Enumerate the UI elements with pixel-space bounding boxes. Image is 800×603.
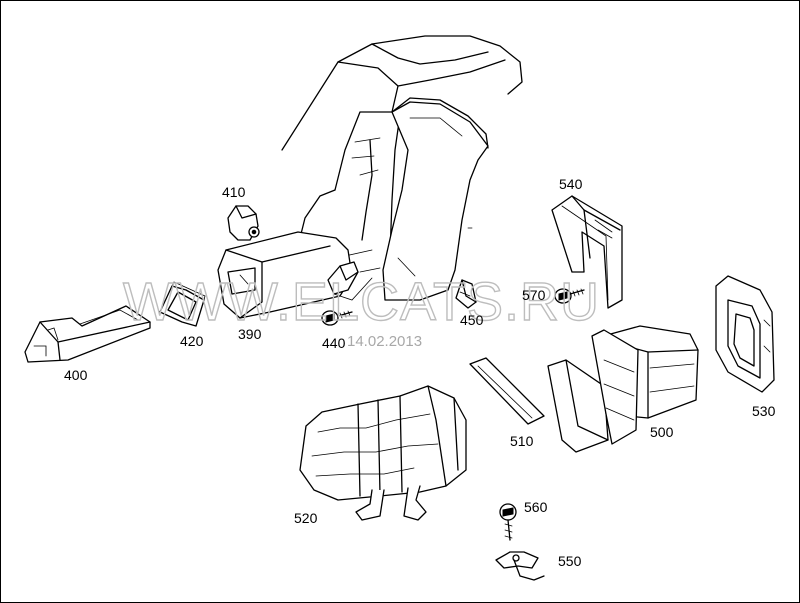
part-550-drawing <box>495 551 545 581</box>
part-450-drawing <box>455 279 477 309</box>
part-label-410: 410 <box>222 184 246 200</box>
part-label-400: 400 <box>64 367 88 383</box>
part-400-drawing <box>24 305 151 363</box>
part-570-drawing <box>554 288 585 304</box>
watermark-date: 14.02.2013 <box>347 333 422 350</box>
part-label-450: 450 <box>460 312 484 328</box>
part-label-530: 530 <box>752 403 776 419</box>
part-530-drawing <box>715 275 775 393</box>
watermark: WWW.ELCATS.RU <box>123 272 600 332</box>
part-label-520: 520 <box>294 510 318 526</box>
part-label-510: 510 <box>510 433 534 449</box>
part-label-560: 560 <box>524 499 548 515</box>
part-420-drawing <box>159 281 206 327</box>
part-label-420: 420 <box>180 333 204 349</box>
part-label-390: 390 <box>238 326 262 342</box>
part-520-drawing <box>299 385 467 521</box>
part-560-drawing <box>499 503 517 541</box>
clip-drawing <box>327 261 373 301</box>
part-410-drawing <box>227 205 260 241</box>
part-label-550: 550 <box>558 553 582 569</box>
part-label-440: 440 <box>322 335 346 351</box>
rear-seat-drawing <box>281 35 523 301</box>
part-510-drawing <box>469 357 545 425</box>
part-440-drawing <box>321 310 353 326</box>
part-500-drawing <box>547 325 699 453</box>
part-label-540: 540 <box>559 176 583 192</box>
part-label-500: 500 <box>650 424 674 440</box>
part-540-drawing <box>551 195 623 309</box>
part-label-570: 570 <box>522 287 546 303</box>
